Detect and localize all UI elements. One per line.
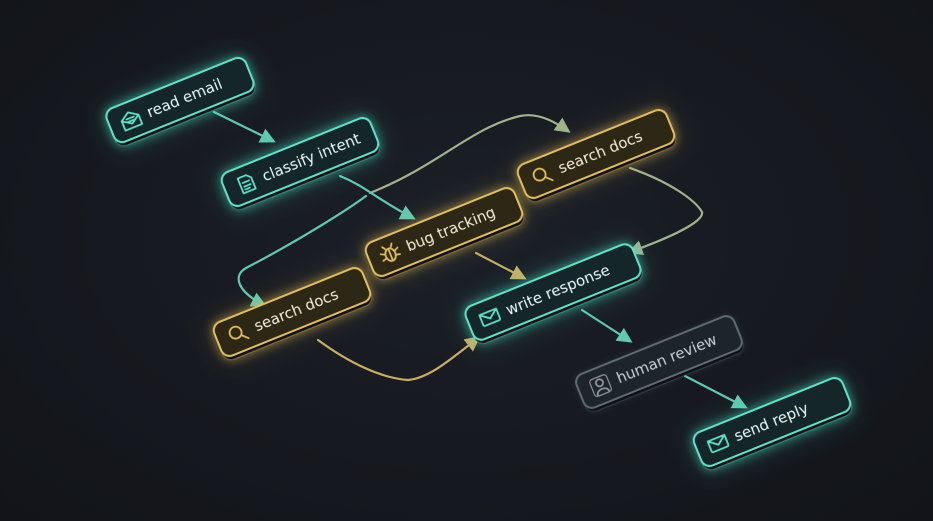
edge-search-docs-upper-to-write-response (627, 166, 704, 256)
document-icon (236, 174, 257, 195)
node-write-response[interactable]: write response (463, 242, 645, 347)
node-box (575, 315, 743, 409)
node-box (692, 377, 852, 467)
user-icon (589, 374, 612, 398)
edge-search-docs-lower-to-write-response (316, 336, 481, 382)
node-bug-tracking[interactable]: bug tracking (363, 185, 526, 282)
edge-classify-intent-to-bug-tracking (338, 174, 416, 220)
node-box (220, 117, 380, 207)
envelope-icon (478, 307, 501, 327)
edge-write-response-to-human-review (580, 308, 633, 343)
node-box (105, 56, 255, 144)
node-human-review[interactable]: human review (573, 313, 746, 414)
envelope-icon (706, 433, 730, 454)
bug-icon (379, 242, 401, 262)
node-box (212, 267, 372, 357)
search-icon (228, 325, 250, 340)
edge-classify-intent-to-search-docs-upper (368, 114, 571, 195)
edge-bug-tracking-to-write-response (474, 251, 527, 280)
edges-layer (212, 110, 748, 409)
node-box (364, 187, 524, 277)
node-box (464, 243, 642, 341)
node-box (516, 109, 676, 199)
node-search-docs-lower[interactable]: search docs (211, 265, 374, 362)
node-search-docs-upper[interactable]: search docs (515, 107, 678, 204)
node-send-reply[interactable]: send reply (691, 375, 854, 472)
search-icon (532, 167, 554, 182)
node-classify-intent[interactable]: classify intent (219, 115, 382, 212)
mail-open-icon (120, 111, 144, 132)
node-read-email[interactable]: read email (104, 55, 258, 148)
edge-classify-intent-to-search-docs-lower (237, 194, 368, 307)
edge-human-review-to-send-reply (683, 374, 748, 409)
edge-read-email-to-classify-intent (212, 110, 276, 143)
